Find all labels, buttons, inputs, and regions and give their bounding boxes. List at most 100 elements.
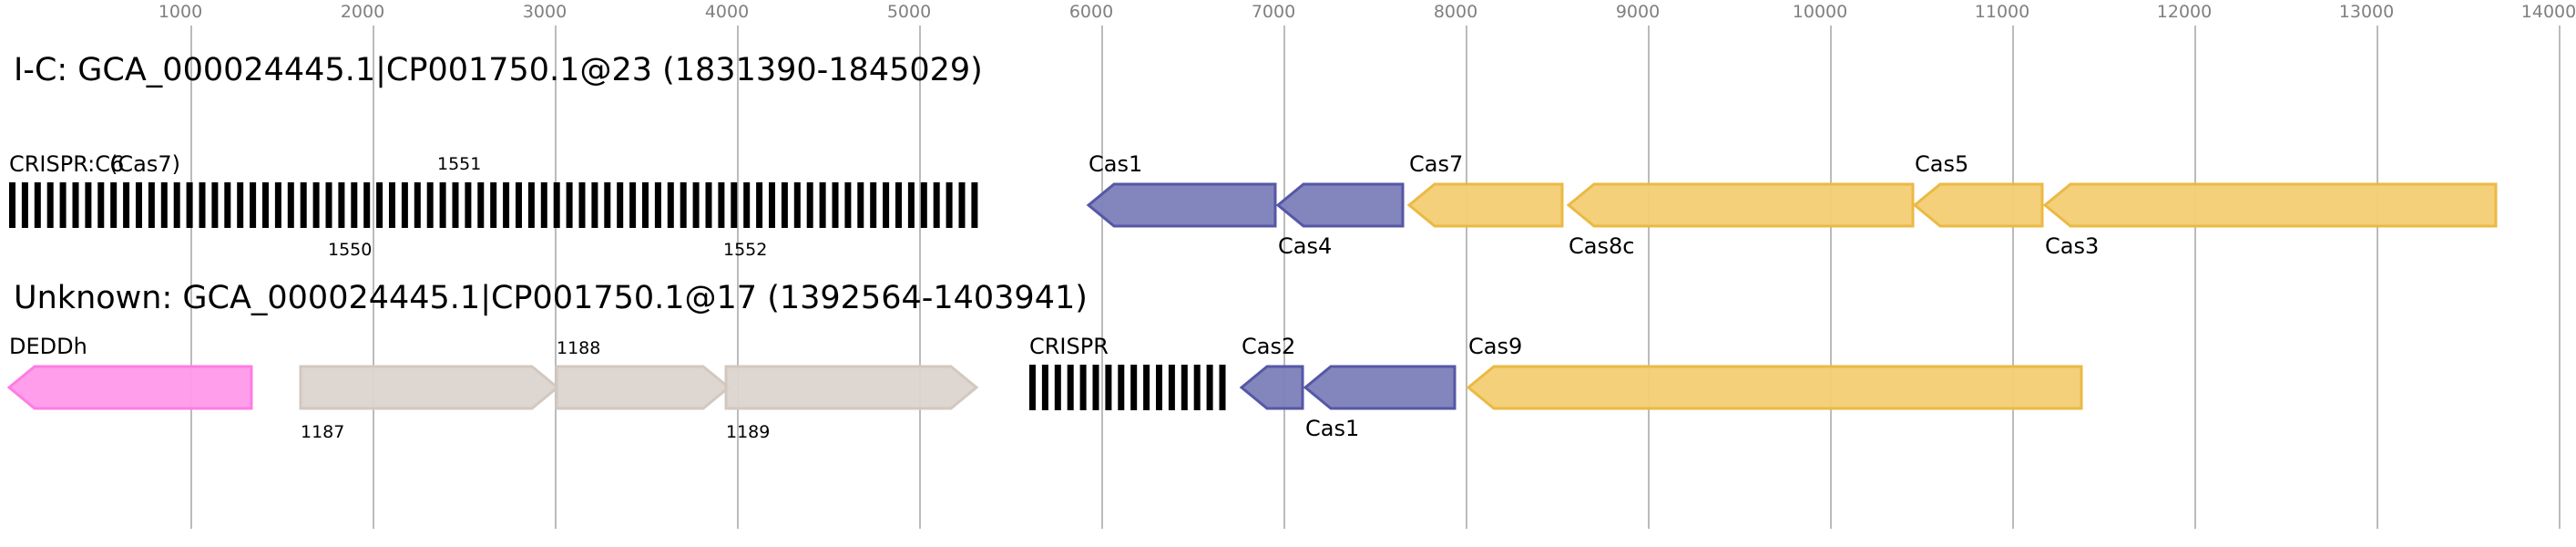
gene-arrow-1187: [299, 365, 560, 410]
gene-label: Cas9: [1468, 334, 1522, 359]
crispr-repeat: [199, 182, 206, 228]
axis-tick-label: 7000: [1252, 2, 1295, 22]
crispr-repeat: [414, 182, 421, 228]
crispr-repeat: [553, 182, 560, 228]
axis-tick-label: 11000: [1975, 2, 2029, 22]
crispr-repeat: [338, 182, 345, 228]
crispr-repeat: [870, 182, 877, 228]
crispr-repeat: [1118, 365, 1125, 410]
crispr-repeat: [566, 182, 573, 228]
crispr-repeat: [46, 182, 54, 228]
crispr-repeat: [895, 182, 902, 228]
gene-label: Cas1: [1089, 151, 1142, 177]
crispr-repeat: [1206, 365, 1213, 410]
crispr-repeat: [933, 182, 940, 228]
crispr-repeat: [642, 182, 649, 228]
gene-label: DEDDh: [9, 334, 87, 359]
crispr-repeat: [426, 182, 434, 228]
crispr-repeat: [527, 182, 535, 228]
axis-tick-label: 4000: [705, 2, 749, 22]
crispr-repeat: [503, 182, 510, 228]
crispr-repeat: [1168, 365, 1175, 410]
crispr-repeat: [1143, 365, 1150, 410]
crispr-repeat: [1156, 365, 1162, 410]
crispr-repeat: [617, 182, 624, 228]
axis-tick-label: 10000: [1793, 2, 1847, 22]
gene-number-label: 1189: [726, 422, 770, 442]
crispr-repeat: [769, 182, 775, 228]
crispr-repeat: [857, 182, 864, 228]
crispr-repeat: [883, 182, 890, 228]
crispr-repeat: [1181, 365, 1188, 410]
crispr-repeat: [300, 182, 307, 228]
axis-tick-label: 6000: [1069, 2, 1113, 22]
crispr-repeat: [250, 182, 257, 228]
crispr-repeat: [1067, 365, 1074, 410]
crispr-repeat: [743, 182, 751, 228]
gene-arrow-cas3: [2042, 182, 2498, 228]
crispr-repeat: [1193, 365, 1201, 410]
crispr-repeat: [465, 182, 472, 228]
crispr-repeat: [1130, 365, 1138, 410]
gene-arrow-1188: [555, 365, 731, 410]
gene-label: Cas1: [1305, 416, 1359, 441]
crispr-repeat: [1092, 365, 1099, 410]
gene-number-label: 1187: [301, 422, 344, 442]
crispr-repeat: [516, 182, 522, 228]
crispr-repeat: [9, 182, 15, 228]
gene-number-label: 1552: [723, 240, 767, 260]
gene-label: Cas2: [1242, 334, 1295, 359]
crispr-repeat: [756, 182, 763, 228]
crispr-repeat: [85, 182, 92, 228]
crispr-repeat: [490, 182, 497, 228]
gene-label: Cas5: [1915, 151, 1968, 177]
crispr-repeat: [34, 182, 41, 228]
crispr-repeat: [186, 182, 193, 228]
crispr-repeat: [907, 182, 915, 228]
gene-label: Cas7: [1409, 151, 1463, 177]
crispr-repeat: [604, 182, 611, 228]
crispr-repeat: [287, 182, 294, 228]
gene-arrow-cas7: [1406, 182, 1564, 228]
gene-label: Cas8c: [1569, 233, 1634, 259]
crispr-repeat: [1041, 365, 1048, 410]
crispr-repeat: [654, 182, 661, 228]
crispr-repeat: [237, 182, 244, 228]
crispr-repeat: [1079, 365, 1087, 410]
crispr-repeat: [274, 182, 281, 228]
crispr-repeat: [819, 182, 826, 228]
crispr-repeat: [1029, 365, 1036, 410]
crispr-repeat: [262, 182, 269, 228]
crispr-repeat: [136, 182, 142, 228]
axis-tick-label: 2000: [341, 2, 384, 22]
axis-tick-label: 3000: [523, 2, 567, 22]
axis-tick-label: 1000: [158, 2, 202, 22]
gene-number-label: 1551: [437, 154, 481, 174]
crispr-repeat: [806, 182, 813, 228]
crispr-repeat: [731, 182, 738, 228]
crispr-repeat: [958, 182, 966, 228]
crispr-repeat: [692, 182, 700, 228]
crispr-repeat: [312, 182, 320, 228]
axis-tick-label: 12000: [2157, 2, 2212, 22]
crispr-repeat: [667, 182, 674, 228]
crispr-repeat: [123, 182, 130, 228]
axis-tick-label: 14000: [2521, 2, 2576, 22]
crispr-repeat: [452, 182, 459, 228]
crispr-repeat: [680, 182, 687, 228]
gene-arrow-cas5: [1912, 182, 2044, 228]
crispr-repeat: [148, 182, 155, 228]
gene-number-label: 1188: [557, 338, 600, 358]
gene-arrow-cas2: [1239, 365, 1304, 410]
gene-arrow-cas4: [1275, 182, 1405, 228]
crispr-repeat: [793, 182, 801, 228]
crispr-repeat: [211, 182, 219, 228]
crispr-repeat: [160, 182, 168, 228]
crispr-repeat: [629, 182, 637, 228]
crispr-repeat: [578, 182, 586, 228]
row-title: Unknown: GCA_000024445.1|CP001750.1@17 (…: [14, 280, 1088, 316]
crispr-repeat: [110, 182, 118, 228]
crispr-repeat: [971, 182, 978, 228]
